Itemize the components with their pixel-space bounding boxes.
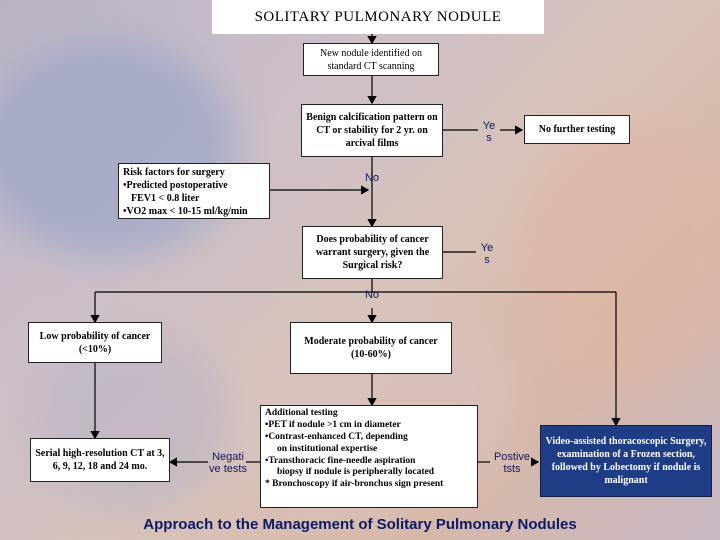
- risk-factors-box: Risk factors for surgery •Predicted post…: [118, 163, 270, 219]
- low-probability-line: Low probability of cancer: [39, 330, 151, 342]
- vats-box: Video-assisted thoracoscopic Surgery, ex…: [540, 425, 712, 497]
- additional-testing-box: Additional testing •PET if nodule >1 cm …: [260, 405, 478, 508]
- additional-testing-line: biopsy if nodule is peripherally located: [277, 467, 435, 478]
- background-blob: [520, 120, 720, 380]
- probability-question-text: Does probability of cancer warrant surge…: [315, 234, 430, 271]
- risk-factor-line: •Predicted postoperative: [123, 180, 228, 191]
- new-nodule-box: New nodule identified on standard CT sca…: [303, 43, 439, 76]
- yes-label-top: Ye s: [482, 120, 496, 144]
- positive-tests-label: Postive tsts: [493, 451, 531, 475]
- yes-label-mid: Ye s: [480, 242, 494, 266]
- additional-testing-line: •PET if nodule >1 cm in diameter: [265, 419, 401, 430]
- probability-question-box: Does probability of cancer warrant surge…: [302, 226, 443, 279]
- footer-caption: Approach to the Management of Solitary P…: [143, 516, 577, 533]
- new-nodule-text: New nodule identified on standard CT sca…: [320, 47, 422, 72]
- no-label-mid: No: [364, 172, 380, 184]
- low-probability-line: (<10%): [78, 343, 112, 355]
- background-blob: [0, 40, 240, 260]
- no-further-testing-box: No further testing: [524, 115, 630, 144]
- vats-text: Video-assisted thoracoscopic Surgery, ex…: [545, 436, 707, 486]
- benign-calcification-box: Benign calcification pattern on CT or st…: [301, 104, 443, 157]
- moderate-probability-box: Moderate probability of cancer (10-60%): [290, 322, 452, 374]
- additional-testing-line: •Contrast-enhanced CT, depending: [265, 431, 408, 442]
- diagram-title: SOLITARY PULMONARY NODULE: [212, 0, 544, 34]
- no-label-lower: No: [364, 289, 380, 301]
- low-probability-box: Low probability of cancer (<10%): [28, 322, 162, 363]
- risk-factors-heading: Risk factors for surgery: [123, 167, 225, 178]
- moderate-probability-line: (10-60%): [351, 349, 391, 360]
- negative-tests-label: Negati ve tests: [209, 451, 247, 475]
- additional-testing-line: Additional testing: [265, 408, 338, 418]
- additional-testing-line: on institutional expertise: [277, 443, 378, 454]
- additional-testing-line: •Transthoracic fine-needle aspiration: [265, 455, 416, 466]
- moderate-probability-line: Moderate probability of cancer: [304, 336, 438, 347]
- serial-ct-text: Serial high-resolution CT at 3, 6, 9, 12…: [35, 448, 165, 472]
- serial-ct-box: Serial high-resolution CT at 3, 6, 9, 12…: [30, 438, 170, 482]
- benign-calcification-text: Benign calcification pattern on CT or st…: [306, 112, 438, 149]
- risk-factor-line: FEV1 < 0.8 liter: [131, 193, 200, 204]
- additional-testing-line: * Bronchoscopy if air-bronchus sign pres…: [265, 479, 444, 490]
- risk-factor-line: •VO2 max < 10-15 ml/kg/min: [123, 206, 248, 217]
- no-further-testing-text: No further testing: [538, 124, 616, 135]
